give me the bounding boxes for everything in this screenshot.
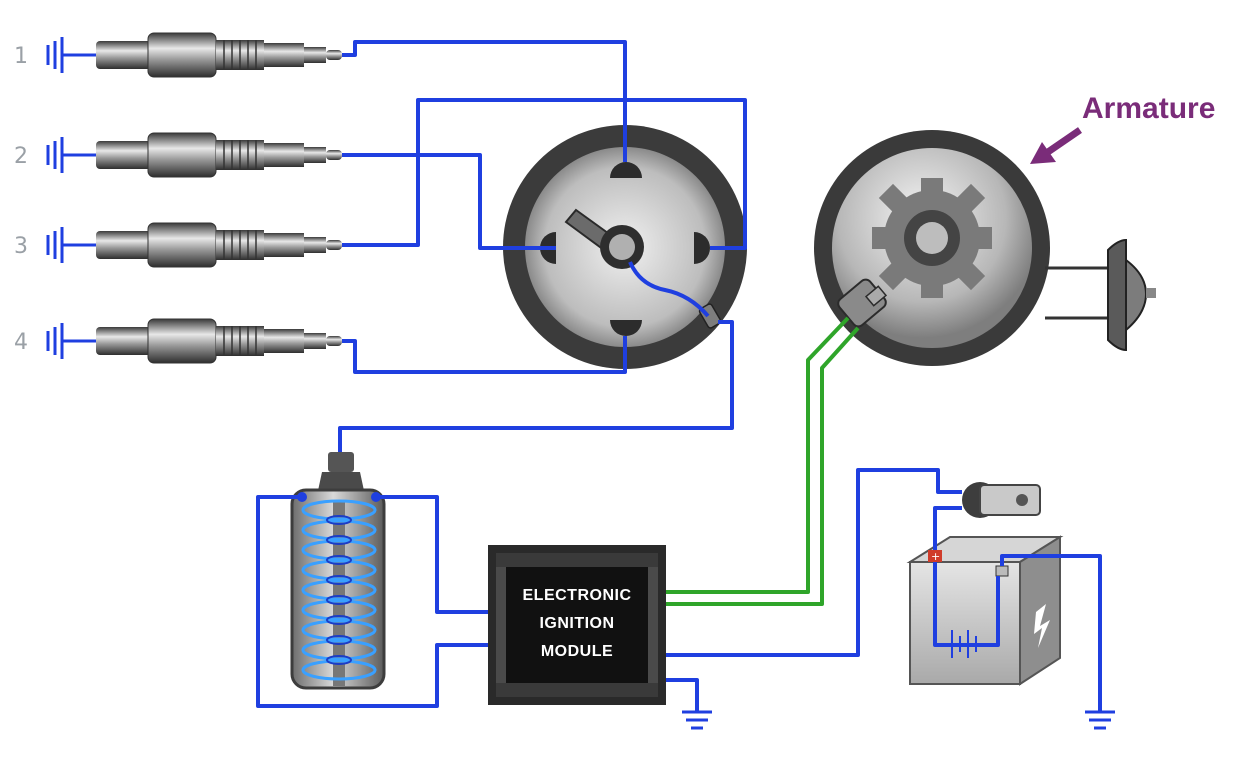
rotor-icon xyxy=(564,208,644,269)
battery-cells-icon xyxy=(951,630,977,658)
ignition-coil xyxy=(290,452,386,690)
battery-positive-terminal xyxy=(928,550,942,562)
lightning-bolt-icon xyxy=(1034,604,1050,648)
plug-number-label: 3 xyxy=(14,234,28,259)
armature-arrow-icon xyxy=(1030,127,1082,164)
ground-symbol-icon xyxy=(46,323,100,359)
high-tension-wiring xyxy=(256,40,1102,712)
armature-assembly xyxy=(814,130,1156,366)
battery-negative-terminal xyxy=(995,565,1009,577)
pickup-signal-wiring xyxy=(666,316,860,606)
cap-terminal-bottom xyxy=(610,320,642,336)
ground-symbol-icon xyxy=(46,137,100,173)
module-label-line3: MODULE xyxy=(541,643,613,660)
cap-terminal-right xyxy=(694,232,710,264)
spark-plug-3: 3 xyxy=(14,222,342,268)
plug-number-label: 1 xyxy=(14,44,28,69)
coil-winding-icon xyxy=(301,499,377,681)
ground-symbol-icon xyxy=(46,37,100,73)
ground-symbol-icon xyxy=(46,227,100,263)
module-ground-icon xyxy=(682,710,712,730)
ignition-module: ELECTRONIC IGNITION MODULE xyxy=(488,545,666,705)
battery-icon: + xyxy=(906,535,1064,686)
module-label-line2: IGNITION xyxy=(539,615,614,632)
armature-label: Armature xyxy=(1082,92,1215,125)
cap-terminal-top xyxy=(610,162,642,178)
distributor-cap xyxy=(503,125,747,369)
vacuum-advance-icon xyxy=(1045,238,1156,352)
module-label-line1: ELECTRONIC xyxy=(523,587,632,604)
battery-ground-icon xyxy=(1085,710,1115,730)
spark-plug-1: 1 xyxy=(14,32,342,78)
plug-number-label: 2 xyxy=(14,144,28,169)
spark-plug-2: 2 xyxy=(14,132,342,178)
plug-number-label: 4 xyxy=(14,330,28,355)
ignition-switch-icon xyxy=(962,482,1041,518)
pickup-coil-icon xyxy=(837,278,888,328)
spark-plug-4: 4 xyxy=(14,318,342,364)
positive-sign-icon: + xyxy=(931,550,940,563)
